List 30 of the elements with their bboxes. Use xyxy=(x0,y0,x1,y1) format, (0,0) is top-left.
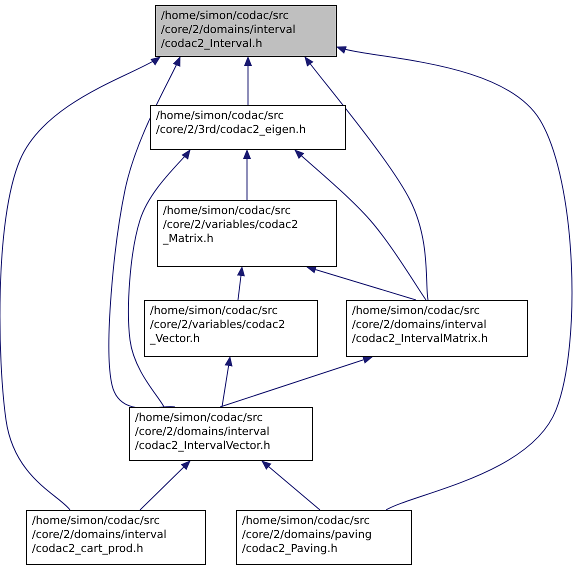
arrow xyxy=(220,356,373,408)
file-path: /home/simon/codac/src /core/2/domains/interval /codac2_cart_prod.h xyxy=(32,514,168,556)
file-path: /home/simon/codac/src /core/2/domains/interval /codac2_IntervalVector.h xyxy=(135,411,272,453)
arrow xyxy=(336,46,572,510)
arrow xyxy=(243,149,251,200)
arrow xyxy=(261,460,320,510)
arrow xyxy=(0,56,161,510)
file-box xyxy=(129,407,313,461)
file-box xyxy=(150,105,346,150)
file-path: /home/simon/codac/src /core/2/variables/codac2 _Vector.h xyxy=(150,304,286,346)
arrow xyxy=(306,266,416,300)
file-path: /home/simon/codac/src /core/2/3rd/codac2_eigen.h xyxy=(156,109,308,137)
arrow xyxy=(128,149,191,408)
highlighted-file-box xyxy=(155,5,337,57)
file-box xyxy=(144,300,318,357)
arrow xyxy=(222,356,233,408)
file-path: /home/simon/codac/src /core/2/domains/interval /codac2_IntervalMatrix.h xyxy=(352,304,489,346)
arrow xyxy=(140,460,191,510)
file-path: /home/simon/codac/src /core/2/variables/codac2 _Matrix.h xyxy=(163,204,300,246)
file-path: /home/simon/codac/src /core/2/domains/interval /codac2_Interval.h xyxy=(161,9,297,51)
arrow xyxy=(244,56,252,106)
file-box xyxy=(236,510,412,565)
file-path: /home/simon/codac/src /core/2/domains/paving /codac2_Paving.h xyxy=(242,514,373,556)
arrow xyxy=(294,149,426,300)
arrow xyxy=(108,56,180,409)
arrow xyxy=(304,56,428,300)
file-box xyxy=(157,200,337,267)
file-box xyxy=(26,510,206,565)
file-box xyxy=(346,300,528,357)
arrow xyxy=(236,266,245,300)
